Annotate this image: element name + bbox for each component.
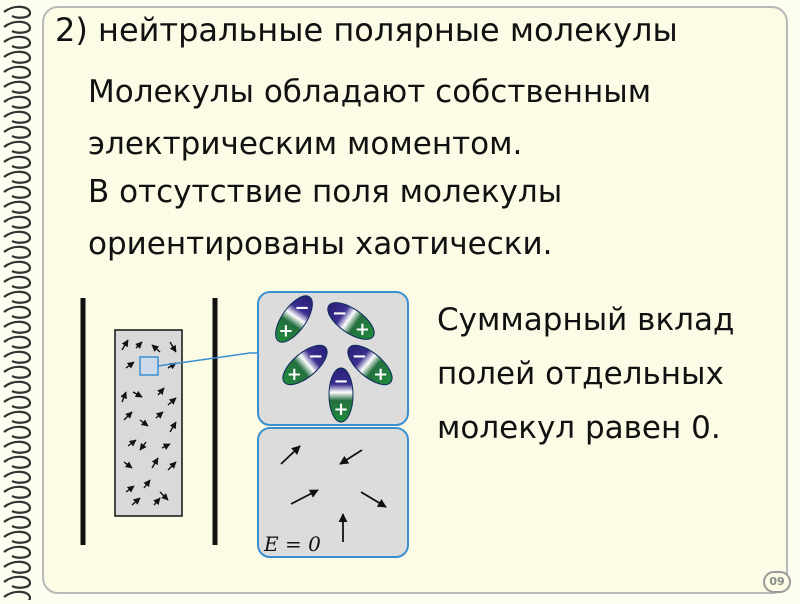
minus-charge-sign: −: [352, 346, 367, 367]
page-number-badge: 09: [763, 571, 791, 593]
plus-charge-sign: +: [278, 320, 293, 341]
plus-charge-sign: +: [333, 399, 348, 420]
plus-charge-sign: +: [373, 364, 388, 385]
minus-charge-sign: −: [332, 303, 347, 324]
minus-charge-sign: −: [333, 371, 348, 392]
polar-molecule: +−: [329, 368, 353, 422]
plus-charge-sign: +: [355, 319, 370, 340]
minus-charge-sign: −: [308, 346, 323, 367]
minus-charge-sign: −: [294, 298, 309, 319]
zoom-region-marker: [140, 357, 158, 375]
plus-charge-sign: +: [287, 364, 302, 385]
field-zero-label: E = 0: [263, 532, 321, 556]
